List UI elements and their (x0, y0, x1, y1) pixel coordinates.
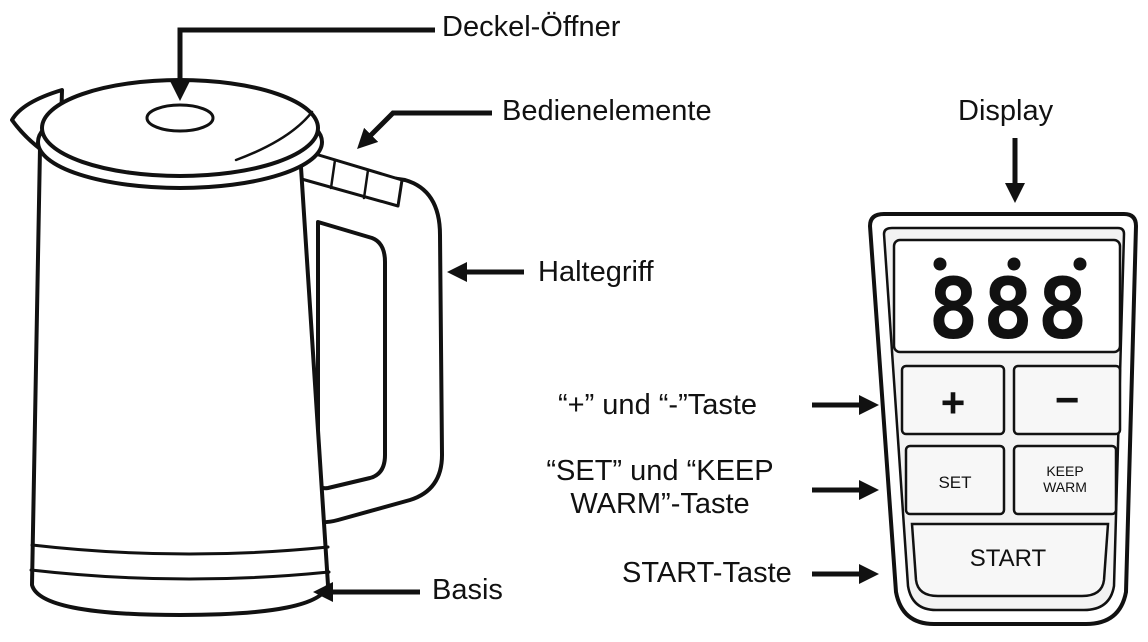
control-panel: 888 + − SET KEEP WARM START (867, 212, 1139, 626)
label-base: Basis (432, 574, 503, 606)
kettle-body (30, 126, 330, 617)
plus-button-label: + (941, 379, 966, 426)
keep-warm-label-keep: KEEP (1046, 463, 1083, 479)
display-dot (1007, 257, 1021, 271)
set-button[interactable] (904, 444, 1006, 516)
label-controls: Bedienelemente (502, 95, 712, 127)
display-digits: 888 (928, 260, 1092, 358)
label-start-key: START-Taste (622, 557, 792, 589)
kettle-illustration (10, 78, 444, 617)
arrow-controls (357, 110, 492, 149)
kettle-handle-cutout (316, 220, 387, 491)
minus-button-label: − (1055, 376, 1080, 423)
set-button-label: SET (938, 473, 971, 492)
label-lid-opener: Deckel-Öffner (442, 11, 621, 43)
minus-button[interactable] (1012, 364, 1122, 436)
plus-button[interactable] (900, 364, 1006, 436)
panel-arrows (812, 138, 1025, 584)
label-display: Display (958, 95, 1054, 127)
keep-warm-label-warm: WARM (1043, 479, 1087, 495)
display-dot (1073, 257, 1087, 271)
keep-warm-button[interactable] (1012, 444, 1118, 516)
kettle-lid-opener-button (145, 103, 215, 133)
display-dot (933, 257, 947, 271)
kettle-arrows (170, 27, 524, 602)
arrow-lid-opener (170, 27, 435, 102)
label-plus-minus-key: “+” und “-”Taste (558, 389, 758, 421)
display-window (892, 238, 1122, 354)
label-handle: Haltegriff (538, 256, 654, 288)
start-button-label: START (970, 545, 1047, 572)
start-button[interactable] (910, 522, 1110, 598)
label-set-keepwarm-key: “SET” und “KEEP WARM”-Taste (546, 455, 774, 521)
